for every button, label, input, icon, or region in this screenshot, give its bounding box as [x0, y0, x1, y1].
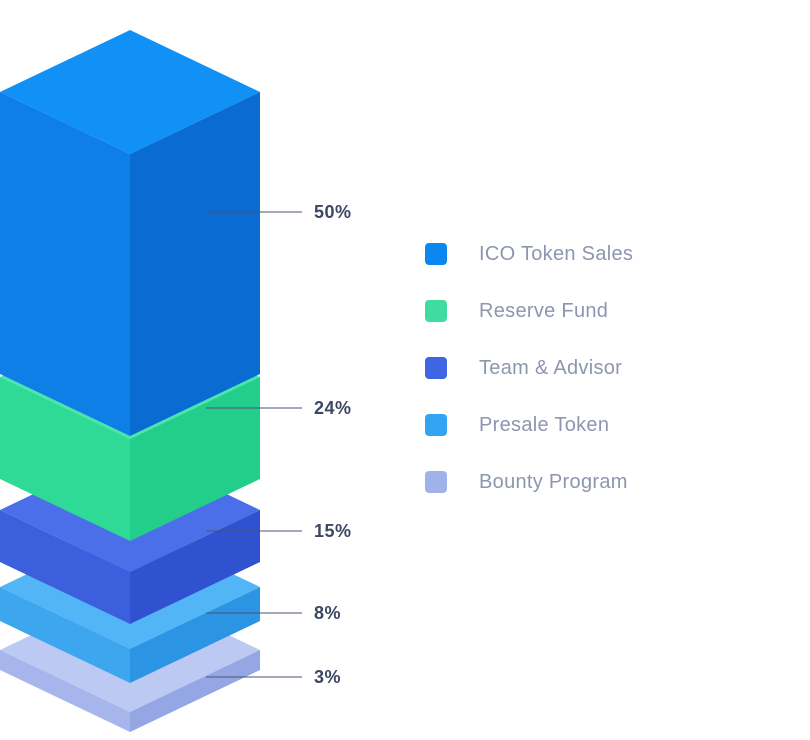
percent-label-3: 8%: [314, 603, 341, 623]
chart-legend: ICO Token Sales Reserve Fund Team & Advi…: [425, 243, 633, 493]
segment-0-left-face: [0, 92, 130, 436]
legend-swatch-icon: [425, 300, 447, 322]
percent-label-1: 24%: [314, 398, 352, 418]
legend-label: Bounty Program: [479, 471, 628, 493]
legend-label: Team & Advisor: [479, 357, 623, 379]
percent-label-2: 15%: [314, 521, 352, 541]
legend-item-bounty-program: Bounty Program: [425, 471, 633, 493]
legend-label: ICO Token Sales: [479, 243, 634, 265]
legend-swatch-icon: [425, 414, 447, 436]
segment-3-left-face: [0, 587, 130, 683]
legend-label: Reserve Fund: [479, 300, 609, 322]
legend-swatch-icon: [425, 471, 447, 493]
percent-label-4: 3%: [314, 667, 341, 687]
segment-2-left-face: [0, 510, 130, 624]
segment-2-right-face: [130, 510, 260, 624]
legend-swatch-icon: [425, 243, 447, 265]
segment-0-right-face: [130, 92, 260, 436]
legend-item-reserve-fund: Reserve Fund: [425, 300, 633, 322]
legend-item-team-advisor: Team & Advisor: [425, 357, 633, 379]
legend-label: Presale Token: [479, 414, 610, 436]
legend-item-presale-token: Presale Token: [425, 414, 633, 436]
legend-swatch-icon: [425, 357, 447, 379]
segment-1-right-face: [130, 377, 260, 541]
segment-4-right-face: [130, 650, 260, 732]
segment-3-right-face: [130, 587, 260, 683]
segment-4-left-face: [0, 650, 130, 732]
segment-1-left-face: [0, 377, 130, 541]
percent-label-0: 50%: [314, 202, 352, 222]
legend-item-ico-token-sales: ICO Token Sales: [425, 243, 633, 265]
